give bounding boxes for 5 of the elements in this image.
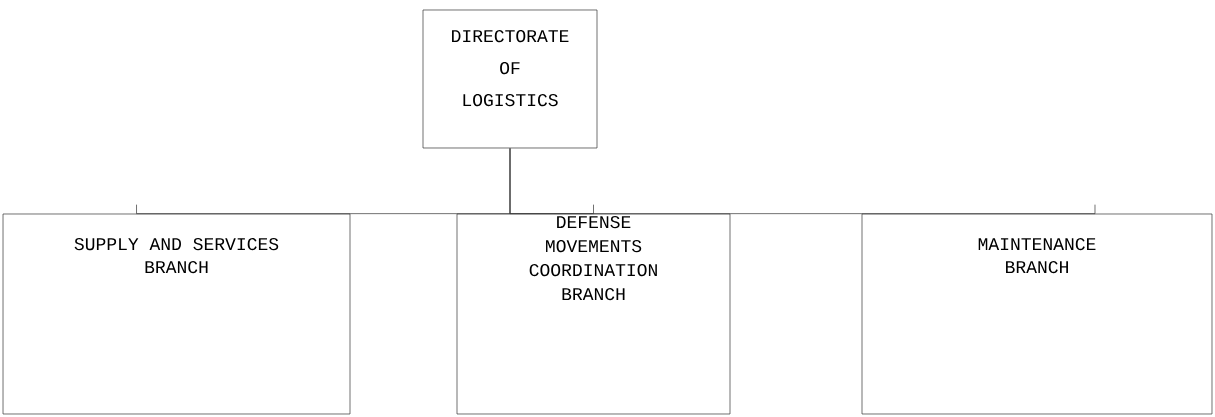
branch-box: SUPPLY AND SERVICES BRANCH — [2, 213, 351, 415]
branch-box: DEFENSE MOVEMENTS COORDINATION BRANCH — [456, 213, 731, 415]
branch-box: MAINTENANCE BRANCH — [861, 213, 1213, 415]
director-box: DIRECTORATE OF LOGISTICS — [422, 9, 598, 149]
connector-line — [509, 148, 1096, 214]
